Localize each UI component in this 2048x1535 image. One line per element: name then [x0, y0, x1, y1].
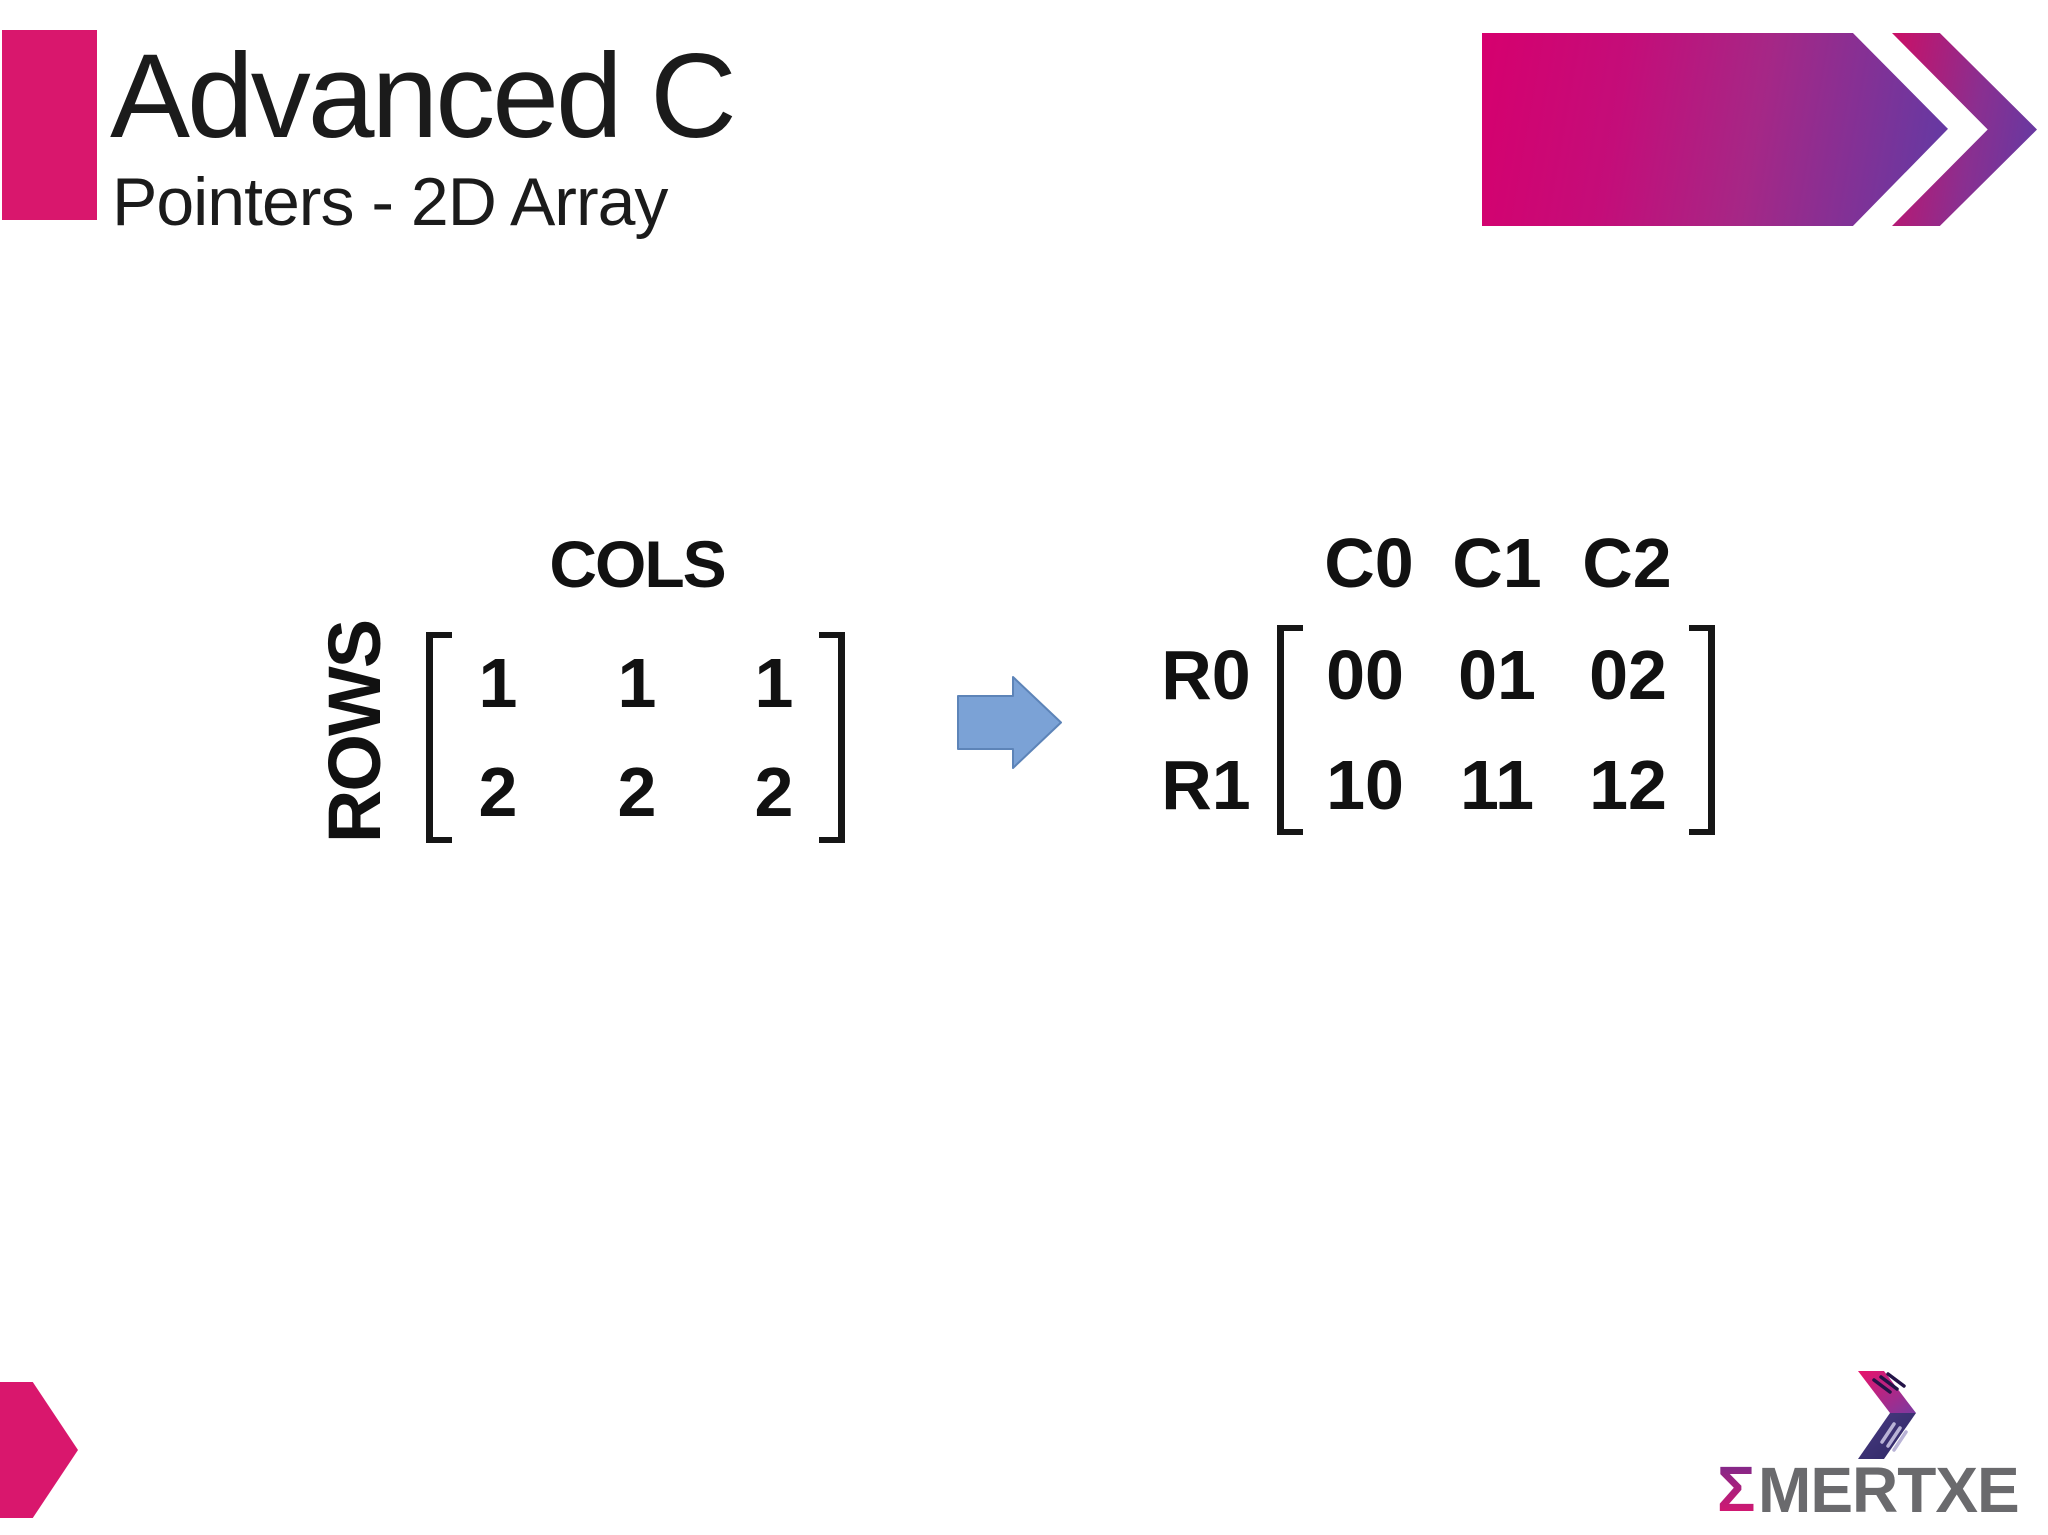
- page-subtitle: Pointers - 2D Array: [112, 164, 668, 240]
- matrix-cell: 10: [1326, 746, 1404, 824]
- matrix-cell: 1: [754, 644, 794, 722]
- matrix-cell: 2: [478, 753, 518, 831]
- matrix-cell: 12: [1589, 746, 1667, 824]
- col-header: C2: [1582, 524, 1672, 602]
- matrix-cell: 1: [478, 644, 518, 722]
- banner-arrow-icon: [1482, 33, 1948, 226]
- left-matrix-open-bracket: [426, 632, 452, 843]
- matrix-cell: 1: [617, 644, 657, 722]
- header-pink-block: [2, 30, 97, 220]
- right-matrix-open-bracket: [1277, 625, 1303, 835]
- rows-label: ROWS: [313, 620, 396, 844]
- logo-sigma-glyph: Σ: [1717, 1460, 1755, 1516]
- matrix-cell: 2: [754, 753, 794, 831]
- matrix-cell: 02: [1589, 636, 1667, 714]
- cols-label: COLS: [549, 527, 726, 601]
- col-header: C1: [1452, 524, 1542, 602]
- right-arrow-icon: [957, 676, 1062, 769]
- page-title: Advanced C: [110, 29, 737, 163]
- left-matrix-close-bracket: [819, 632, 845, 843]
- col-header: C0: [1324, 524, 1414, 602]
- matrix-cell: 11: [1460, 746, 1534, 824]
- corner-pink-arrow-icon: [0, 1382, 78, 1518]
- logo-chevron-icon: [1858, 1371, 1916, 1459]
- row-header: R0: [1161, 636, 1251, 714]
- matrix-cell: 01: [1458, 636, 1536, 714]
- right-matrix-close-bracket: [1689, 625, 1715, 835]
- row-header: R1: [1161, 746, 1251, 824]
- matrix-cell: 2: [617, 753, 657, 831]
- logo-wordmark: MERTXE: [1758, 1454, 2020, 1526]
- matrix-cell: 00: [1326, 636, 1404, 714]
- logo-sigma-icon: Σ: [1717, 1460, 1755, 1516]
